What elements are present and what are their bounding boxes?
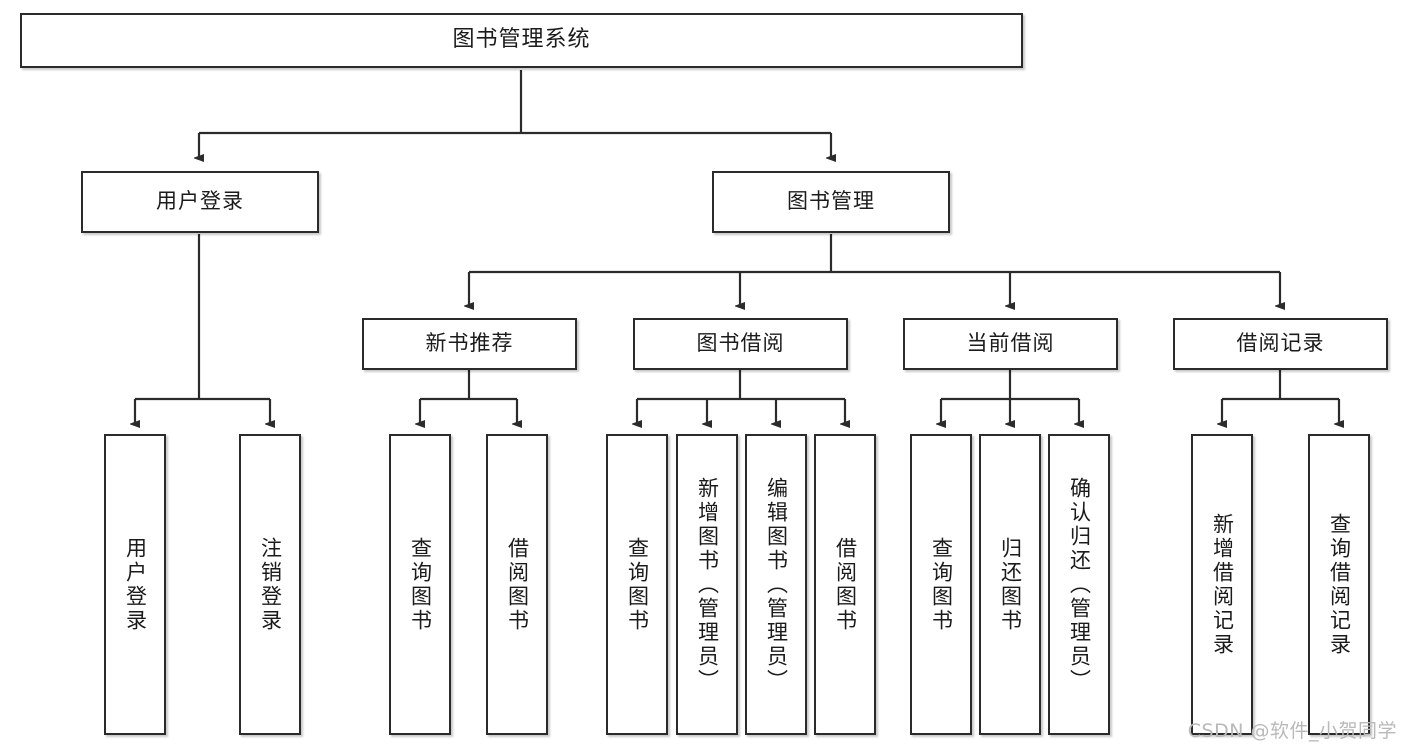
node-leaf-edit-book-admin-label: 编辑图书（管理员）	[764, 476, 789, 693]
node-leaf-return-book-label: 归还图书	[998, 536, 1023, 633]
node-leaf-borrow-book-a-label: 借阅图书	[505, 536, 530, 633]
node-leaf-return-book[interactable]: 归还图书	[979, 434, 1041, 735]
node-book-borrow[interactable]: 图书借阅	[633, 318, 848, 370]
node-leaf-logout-label: 注销登录	[258, 536, 283, 633]
node-leaf-query-book-a-label: 查询图书	[408, 536, 433, 633]
node-leaf-user-login[interactable]: 用户登录	[104, 434, 166, 735]
node-leaf-add-book-admin-label: 新增图书（管理员）	[695, 476, 720, 693]
node-book-management[interactable]: 图书管理	[712, 171, 950, 233]
node-root-label: 图书管理系统	[452, 27, 591, 53]
node-leaf-confirm-return-admin-label: 确认归还（管理员）	[1067, 476, 1092, 693]
node-leaf-borrow-book-b-label: 借阅图书	[833, 536, 858, 633]
node-leaf-logout[interactable]: 注销登录	[239, 434, 301, 735]
node-leaf-add-book-admin[interactable]: 新增图书（管理员）	[676, 434, 738, 735]
node-user-login[interactable]: 用户登录	[81, 171, 319, 233]
node-leaf-borrow-book-a[interactable]: 借阅图书	[486, 434, 548, 735]
node-current-borrow[interactable]: 当前借阅	[903, 318, 1118, 370]
node-leaf-query-book-b-label: 查询图书	[625, 536, 650, 633]
node-leaf-query-record-label: 查询借阅记录	[1327, 512, 1352, 657]
node-root[interactable]: 图书管理系统	[20, 13, 1023, 68]
node-leaf-query-book-a[interactable]: 查询图书	[389, 434, 451, 735]
node-new-book-recommendation[interactable]: 新书推荐	[362, 318, 577, 370]
node-leaf-query-book-c-label: 查询图书	[929, 536, 954, 633]
node-leaf-query-book-b[interactable]: 查询图书	[606, 434, 668, 735]
node-user-login-label: 用户登录	[156, 189, 244, 214]
node-leaf-query-record[interactable]: 查询借阅记录	[1308, 434, 1370, 735]
node-leaf-add-record[interactable]: 新增借阅记录	[1191, 434, 1253, 735]
node-leaf-borrow-book-b[interactable]: 借阅图书	[814, 434, 876, 735]
node-current-borrow-label: 当前借阅	[966, 331, 1055, 356]
node-book-management-label: 图书管理	[787, 189, 875, 214]
node-borrow-record-label: 借阅记录	[1236, 331, 1325, 356]
node-borrow-record[interactable]: 借阅记录	[1173, 318, 1388, 370]
node-leaf-query-book-c[interactable]: 查询图书	[910, 434, 972, 735]
node-leaf-edit-book-admin[interactable]: 编辑图书（管理员）	[745, 434, 807, 735]
node-new-book-recommendation-label: 新书推荐	[425, 331, 514, 356]
node-book-borrow-label: 图书借阅	[696, 331, 785, 356]
node-leaf-confirm-return-admin[interactable]: 确认归还（管理员）	[1048, 434, 1110, 735]
node-leaf-add-record-label: 新增借阅记录	[1210, 512, 1235, 657]
watermark: CSDN @软件_小贺同学	[1187, 720, 1397, 742]
node-leaf-user-login-label: 用户登录	[123, 536, 148, 633]
